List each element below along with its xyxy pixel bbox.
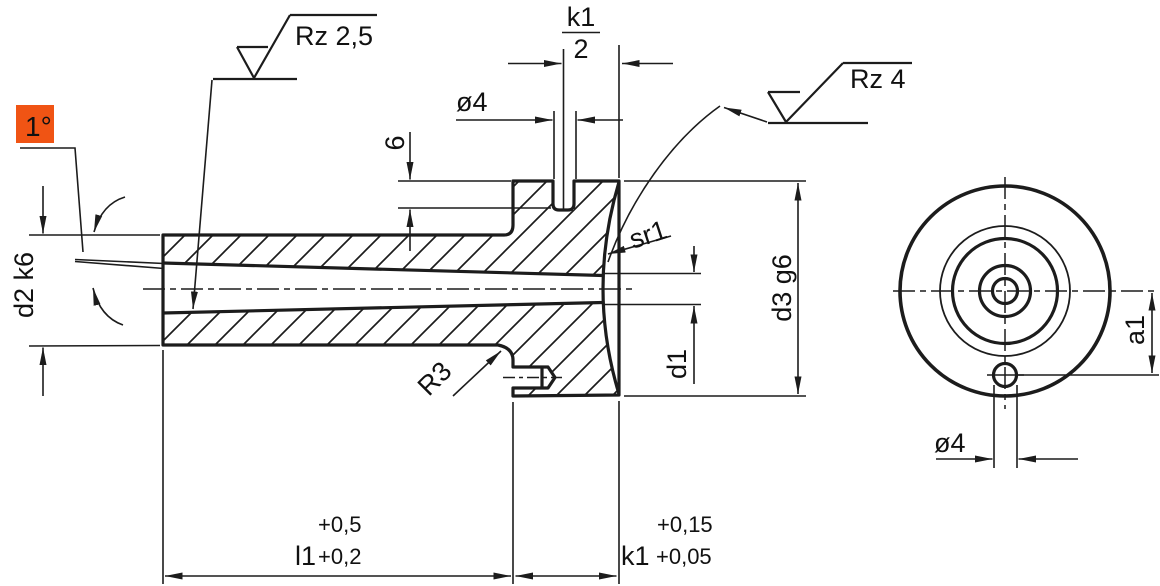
k1-tol-lower: +0,05: [656, 544, 712, 569]
dia4-bottom-label: ø4: [934, 428, 966, 458]
k1-dim-label: k1: [621, 541, 650, 571]
k1half-denominator: 2: [573, 34, 588, 64]
rz25-label: Rz 2,5: [295, 21, 373, 51]
part-outline: [161, 179, 621, 398]
end-view: a1 ø4: [893, 177, 1159, 468]
hatch-lower-region: [163, 303, 619, 396]
taper-angle-highlight: [16, 105, 54, 143]
a1-dim-label: a1: [1120, 315, 1150, 345]
depth6-label: 6: [380, 135, 410, 150]
d2-extension-bottom: [28, 344, 161, 347]
k1-tol-upper: +0,15: [657, 512, 713, 537]
rz25-leader-arrow: [190, 79, 213, 310]
rz4-label: Rz 4: [850, 64, 906, 94]
l1-dim-label: l1: [295, 541, 316, 571]
surface-finish-symbol-bore: [213, 13, 377, 81]
l1-tol-lower: +0,2: [318, 544, 361, 569]
taper-extension-line-lower: [74, 260, 165, 270]
taper-angle-label: 1°: [25, 111, 52, 142]
surface-finish-symbol-sphere: [767, 61, 912, 125]
taper-angle-leader: [20, 147, 84, 253]
r3-label: R3: [412, 356, 458, 402]
k1half-numerator: k1: [567, 2, 596, 32]
hatch-upper-region: [163, 181, 619, 276]
section-view: 1° d2 k6 Rz 2,5 Rz 4 k1 2: [9, 2, 912, 584]
taper-bore-top-line: [162, 261, 604, 278]
r3-leader: [452, 350, 502, 397]
sr1-label: sr1: [626, 215, 671, 255]
rz4-reference-curve: [607, 105, 721, 263]
taper-extension-line-upper: [74, 258, 165, 265]
l1-tol-upper: +0,5: [318, 512, 361, 537]
sr1-leader: [607, 235, 672, 255]
taper-angle-arc-lower: [92, 287, 124, 326]
taper-bore-bottom-line: [162, 300, 604, 315]
dia4-top-label: ø4: [456, 87, 488, 117]
d1-dim-label: d1: [662, 349, 692, 379]
d3-dim-label: d3 g6: [767, 254, 797, 322]
rz4-leader-arrow: [723, 106, 768, 123]
d2-dim-label: d2 k6: [9, 252, 39, 318]
taper-angle-arc-upper: [93, 196, 126, 233]
